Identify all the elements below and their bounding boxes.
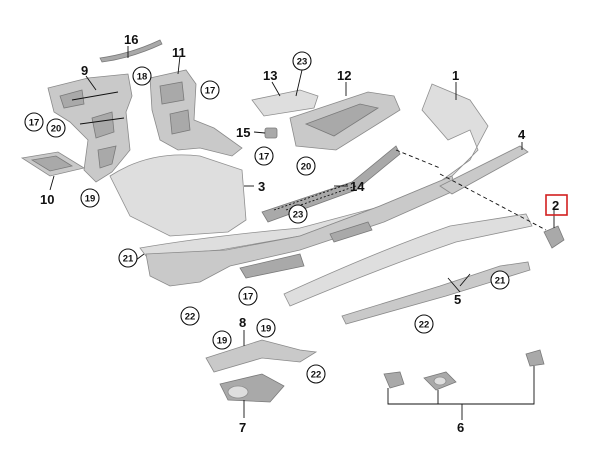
callout-21-right: 21	[490, 270, 510, 290]
label-1: 1	[452, 68, 459, 83]
part-number-labels: 16 11 9 13 12 1 4 15 3 14 10 2 5 8 7 6	[40, 32, 559, 435]
part-7-exhaust-tip	[219, 373, 285, 403]
label-9: 9	[81, 63, 88, 78]
callout-22-center: 22	[414, 314, 434, 334]
svg-text:17: 17	[205, 86, 216, 97]
part-3-side-cover	[109, 154, 247, 237]
label-13: 13	[263, 68, 277, 83]
part-12-underbody-panel	[289, 91, 401, 151]
label-2: 2	[552, 198, 559, 213]
svg-text:17: 17	[259, 152, 270, 163]
callout-22-exhaust: 22	[306, 364, 326, 384]
callout-17-upper: 17	[200, 80, 220, 100]
label-16: 16	[124, 32, 138, 47]
part-15-clip	[264, 127, 278, 139]
part-lower-trim	[341, 261, 531, 325]
label-6: 6	[457, 420, 464, 435]
label-4: 4	[518, 127, 526, 142]
svg-text:21: 21	[495, 276, 506, 287]
svg-text:17: 17	[29, 118, 40, 129]
label-5: 5	[454, 292, 461, 307]
callout-18: 18	[132, 66, 152, 86]
svg-text:22: 22	[185, 312, 196, 323]
part-16-trim-strip	[99, 39, 163, 63]
label-7: 7	[239, 420, 246, 435]
svg-text:18: 18	[137, 72, 148, 83]
label-12: 12	[337, 68, 351, 83]
callout-19-left: 19	[80, 188, 100, 208]
svg-text:20: 20	[301, 162, 312, 173]
part-4-lower-strip	[439, 145, 529, 195]
svg-text:23: 23	[297, 57, 308, 68]
callout-17-mid: 17	[254, 146, 274, 166]
part-5-diffuser	[283, 213, 533, 307]
svg-text:19: 19	[261, 324, 272, 335]
label-3: 3	[258, 179, 265, 194]
part-13-panel	[251, 89, 319, 117]
label-14: 14	[350, 179, 365, 194]
callout-20-mid: 20	[296, 156, 316, 176]
part-10-reflector-grille	[20, 151, 86, 177]
callout-23-top: 23	[292, 51, 312, 71]
callout-21-left: 21	[118, 248, 138, 268]
svg-text:19: 19	[85, 194, 96, 205]
svg-text:22: 22	[311, 370, 322, 381]
part-6-brackets	[383, 349, 545, 391]
callout-22-left: 22	[180, 306, 200, 326]
leader-lines	[49, 46, 555, 420]
part-11-upper-bracket	[149, 69, 243, 157]
label-11: 11	[172, 45, 186, 60]
label-15: 15	[236, 125, 250, 140]
callout-19-exhaust-left: 19	[212, 330, 232, 350]
label-8: 8	[239, 315, 246, 330]
svg-text:22: 22	[419, 320, 430, 331]
callout-20-left: 20	[46, 118, 66, 138]
part-1-bumper-cover	[139, 83, 489, 287]
label-10: 10	[40, 192, 54, 207]
svg-text:23: 23	[293, 210, 304, 221]
callout-19-exhaust-right: 19	[256, 318, 276, 338]
callout-23-mid: 23	[288, 204, 308, 224]
svg-text:17: 17	[243, 292, 254, 303]
svg-text:20: 20	[51, 124, 62, 135]
part-2-end-cap	[543, 225, 565, 249]
callout-17-left: 17	[24, 112, 44, 132]
svg-text:21: 21	[123, 254, 134, 265]
part-8-exhaust-bracket	[205, 339, 318, 373]
callouts: 18 17 20 17 23 17 20 19 23 21 21 17 22 2…	[24, 51, 510, 384]
highlight-box-part-2	[545, 194, 568, 216]
svg-text:19: 19	[217, 336, 228, 347]
callout-17-lower: 17	[238, 286, 258, 306]
part-9-left-bracket	[47, 73, 133, 183]
